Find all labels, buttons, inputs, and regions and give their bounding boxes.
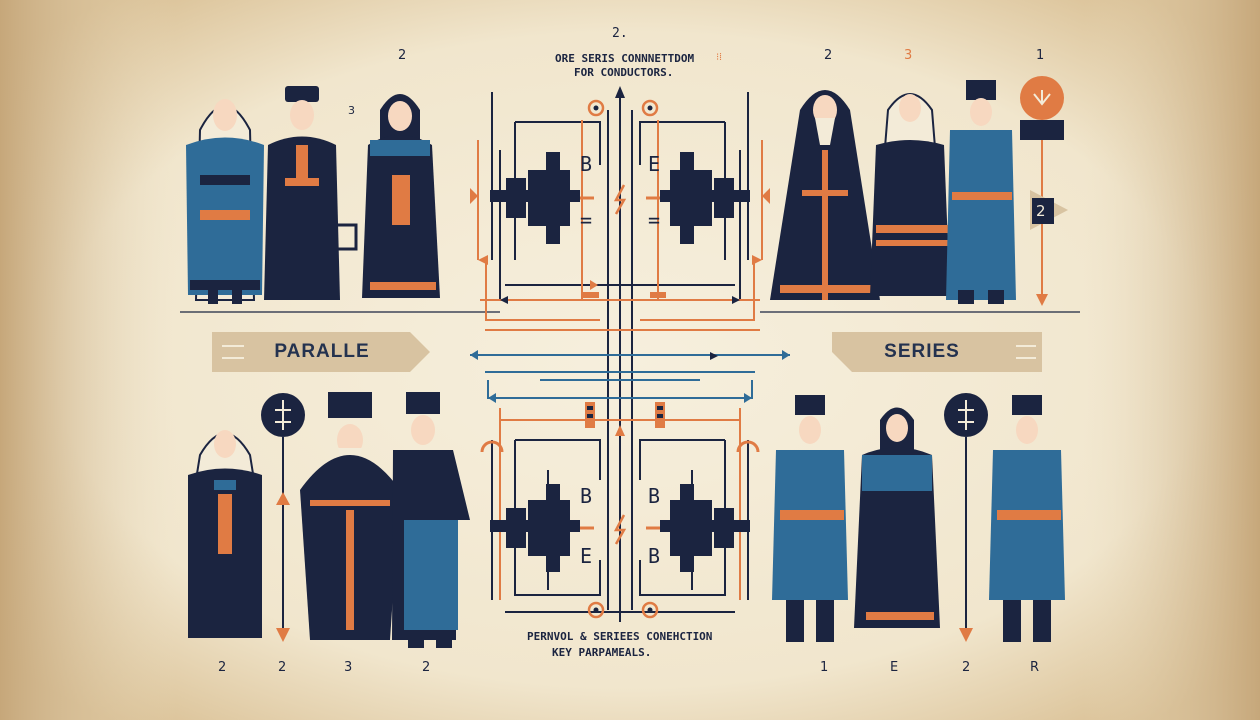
banner-parallel: PARALLE xyxy=(274,341,370,362)
figure-top-right-1 xyxy=(770,90,880,300)
banner-series: SERIES xyxy=(884,341,960,362)
circuit-arrows xyxy=(470,188,790,436)
circuit-letter-bl-bottom: E xyxy=(580,544,593,568)
marker-column-bottom-right xyxy=(944,393,988,642)
label-top-left-three: 3 xyxy=(348,104,355,117)
circuit-letter-br-bottom: B xyxy=(648,544,661,568)
label-bottom-right-3: 2 xyxy=(962,660,971,675)
figure-bottom-right-1 xyxy=(772,395,848,642)
circuit-letter-br-top: B xyxy=(648,484,661,508)
label-bottom-left-2: 2 xyxy=(278,660,287,675)
label-top-right-two: 2 xyxy=(824,48,833,63)
marker-column-left xyxy=(261,393,305,642)
circuit-letter-bl-top: B xyxy=(580,484,593,508)
figure-bottom-right-3 xyxy=(989,395,1065,642)
label-top-right-one: 1 xyxy=(1036,48,1045,63)
footer-line2: KEY PARPAMEALS. xyxy=(552,646,652,659)
circuit-letter-tl: B xyxy=(580,152,593,176)
label-top-left-two: 2 xyxy=(398,48,407,63)
circuit-nodes xyxy=(480,99,760,619)
footer-line1: PERNVOL & SERIEES CONEHCTION xyxy=(527,630,713,643)
marker-column-right xyxy=(1020,76,1068,306)
label-bottom-right-4: R xyxy=(1030,660,1040,675)
circuit-letter-equal-left: = xyxy=(580,208,593,232)
figure-top-left-3 xyxy=(362,94,440,298)
circuit-wiring xyxy=(470,86,790,622)
figure-top-left-1 xyxy=(186,99,264,304)
label-bottom-right-1: 1 xyxy=(820,660,829,675)
label-bottom-left-1: 2 xyxy=(218,660,227,675)
header-title-line2: FOR CONDUCTORS. xyxy=(574,66,674,79)
header-title-mark: ⁝⁞ xyxy=(716,52,722,63)
circuit-resistors xyxy=(580,184,666,545)
figure-bottom-right-2 xyxy=(854,407,940,628)
circuit-letter-tr: E xyxy=(648,152,661,176)
figure-top-left-2 xyxy=(264,86,358,300)
label-bottom-left-4: 2 xyxy=(422,660,431,675)
header-number: 2. xyxy=(612,26,628,41)
figure-top-right-3 xyxy=(946,80,1016,304)
label-top-right-three: 3 xyxy=(904,48,913,63)
label-bottom-left-3: 3 xyxy=(344,660,353,675)
marker-number: 2 xyxy=(1036,202,1046,220)
figure-bottom-left-2 xyxy=(300,392,400,640)
banner-shapes xyxy=(212,332,1042,372)
label-bottom-right-2: E xyxy=(890,660,899,675)
figure-top-right-2 xyxy=(870,93,950,296)
circuit-letter-equal-right: = xyxy=(648,208,661,232)
circuit-components xyxy=(490,152,750,572)
figure-bottom-left-3 xyxy=(392,392,470,648)
header-title-line1: ORE SERIS CONNNETTDOM xyxy=(555,52,695,65)
figure-bottom-left-1 xyxy=(188,430,262,638)
